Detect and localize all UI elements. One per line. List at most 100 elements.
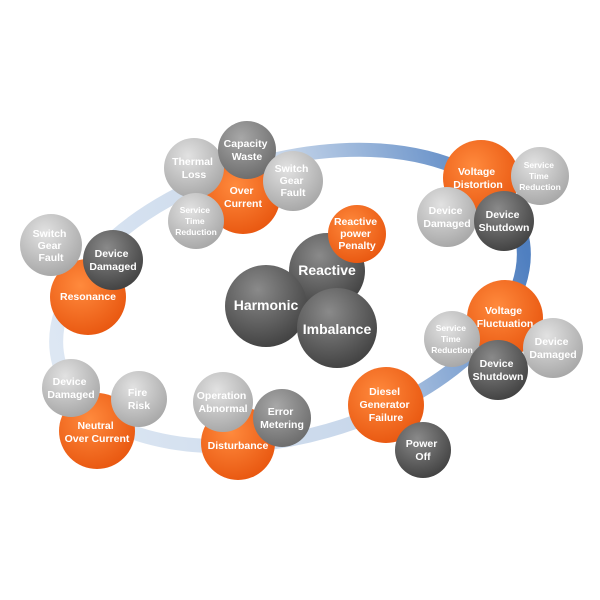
svg-text:Service Time Reduc: Service Time Reduction [431, 323, 473, 355]
label-line: Service [180, 205, 211, 215]
svg-text:Service Time Reduc: Service Time Reduction [519, 160, 561, 192]
label-line: Generator [359, 399, 409, 411]
resonance-switch-gear-fault [20, 214, 82, 276]
label-line: Neutral [77, 420, 113, 432]
voltage-distortion-device-shutdown [474, 191, 534, 251]
disturbance-hub-label: Disturbance [208, 440, 269, 452]
over-current-thermal-loss [164, 138, 224, 198]
svg-text:Device Damaged: Device Damaged [529, 336, 576, 361]
disturbance-operation-abnormal [193, 372, 253, 432]
svg-text:Device Shutdown: Device Shutdown [479, 209, 530, 234]
label-line: Capacity [224, 138, 268, 150]
cluster-center: Reactive Harmonic Imbalance Reactive pow… [225, 205, 386, 368]
label-line: Time [185, 216, 205, 226]
label-line: Error [268, 406, 294, 418]
svg-text:Thermal Loss: Thermal Loss [172, 156, 216, 181]
label-line: Damaged [423, 218, 470, 230]
over-current-capacity-waste [218, 121, 276, 179]
label-line: Device [486, 209, 520, 221]
label-line: Device [53, 376, 87, 388]
resonance-hub-label: Resonance [60, 291, 116, 303]
diesel-generator-power-off [395, 422, 451, 478]
cluster-resonance: Resonance Switch Gear Fault Device Damag… [20, 214, 143, 335]
imbalance-label: Imbalance [303, 321, 372, 337]
resonance-device-damaged [83, 230, 143, 290]
voltage-fluctuation-device-damaged [523, 318, 583, 378]
label-line: Gear [38, 240, 62, 252]
svg-text:Over Current: Over Current [224, 185, 262, 210]
label-line: Switch [275, 163, 309, 175]
svg-text:Reactive power Pen: Reactive power Penalty [334, 216, 380, 252]
label-line: Risk [128, 400, 150, 412]
svg-text:Voltage Distortion: Voltage Distortion [453, 166, 503, 191]
svg-text:Device Shutdown: Device Shutdown [473, 358, 524, 383]
svg-text:Reactive: Reactive [298, 262, 356, 278]
svg-text:Voltage Fluctuation: Voltage Fluctuation [477, 305, 534, 330]
cluster-voltage-distortion: Voltage Distortion Service Time Reductio… [417, 140, 569, 251]
over-current-hub [206, 160, 280, 234]
label-line: Damaged [89, 261, 136, 273]
label-line: Damaged [47, 389, 94, 401]
label-line: Reduction [519, 182, 561, 192]
svg-text:Disturbance: Disturbance [208, 440, 269, 452]
svg-text:Device Damaged: Device Damaged [89, 248, 136, 273]
label-line: Over Current [65, 433, 130, 445]
reactive-label: Reactive [298, 262, 356, 278]
cluster-over-current: Over Current Thermal Loss Capacity Waste… [164, 121, 323, 249]
disturbance-error-metering [253, 389, 311, 447]
label-line: Diesel [369, 386, 400, 398]
imbalance-node [297, 288, 377, 368]
voltage-fluctuation-service-time-reduction [424, 311, 480, 367]
label-line: Abnormal [198, 403, 247, 415]
label-line: Damaged [529, 349, 576, 361]
svg-text:Switch Gear Fault: Switch Gear Fault [33, 228, 70, 264]
svg-text:Switch Gear Fault: Switch Gear Fault [275, 163, 312, 199]
label-line: Shutdown [479, 222, 530, 234]
voltage-distortion-device-damaged [417, 187, 477, 247]
over-current-service-time-reduction [168, 193, 224, 249]
reactive-power-penalty-node [328, 205, 386, 263]
svg-text:Diesel Generator F: Diesel Generator Failure [359, 386, 412, 424]
voltage-fluctuation-hub [467, 280, 543, 356]
label-line: Fluctuation [477, 318, 534, 330]
svg-text:Device Damaged: Device Damaged [423, 205, 470, 230]
label-line: Fault [38, 252, 64, 264]
cluster-neutral-over-current: Neutral Over Current Device Damaged Fire… [42, 359, 167, 469]
diesel-generator-failure-hub [348, 367, 424, 443]
svg-text:Power Off: Power Off [406, 438, 440, 463]
svg-text:Operation Abnormal: Operation Abnormal [197, 390, 250, 415]
label-line: Device [480, 358, 514, 370]
label-line: Over [230, 185, 254, 197]
label-line: Current [224, 198, 262, 210]
label-line: Metering [260, 419, 304, 431]
neutral-over-current-device-damaged [42, 359, 100, 417]
label-line: Reduction [175, 227, 217, 237]
harmonic-label: Harmonic [234, 297, 299, 313]
label-line: Fault [280, 187, 306, 199]
label-line: Thermal [172, 156, 213, 168]
label-line: Switch [33, 228, 67, 240]
label-line: Off [415, 451, 431, 463]
label-line: power [340, 228, 371, 240]
label-line: Device [535, 336, 569, 348]
harmonic-node [225, 265, 307, 347]
label-line: Gear [280, 175, 304, 187]
neutral-over-current-fire-risk [111, 371, 167, 427]
label-line: Time [441, 334, 461, 344]
label-line: Service [436, 323, 467, 333]
voltage-distortion-service-time-reduction [511, 147, 569, 205]
label-line: Voltage [485, 305, 522, 317]
label-line: Service [524, 160, 555, 170]
svg-text:Resonance: Resonance [60, 291, 116, 303]
label-line: Waste [232, 151, 263, 163]
label-line: Penalty [338, 240, 376, 252]
label-line: Power [406, 438, 438, 450]
label-line: Device [429, 205, 463, 217]
cluster-voltage-fluctuation: Voltage Fluctuation Service Time Reducti… [424, 280, 583, 400]
label-line: Reactive [334, 216, 377, 228]
svg-text:Capacity Waste: Capacity Waste [224, 138, 271, 163]
svg-text:Neutral Over Current: Neutral Over Current [65, 420, 130, 445]
label-line: Reduction [431, 345, 473, 355]
label-line: Time [529, 171, 549, 181]
